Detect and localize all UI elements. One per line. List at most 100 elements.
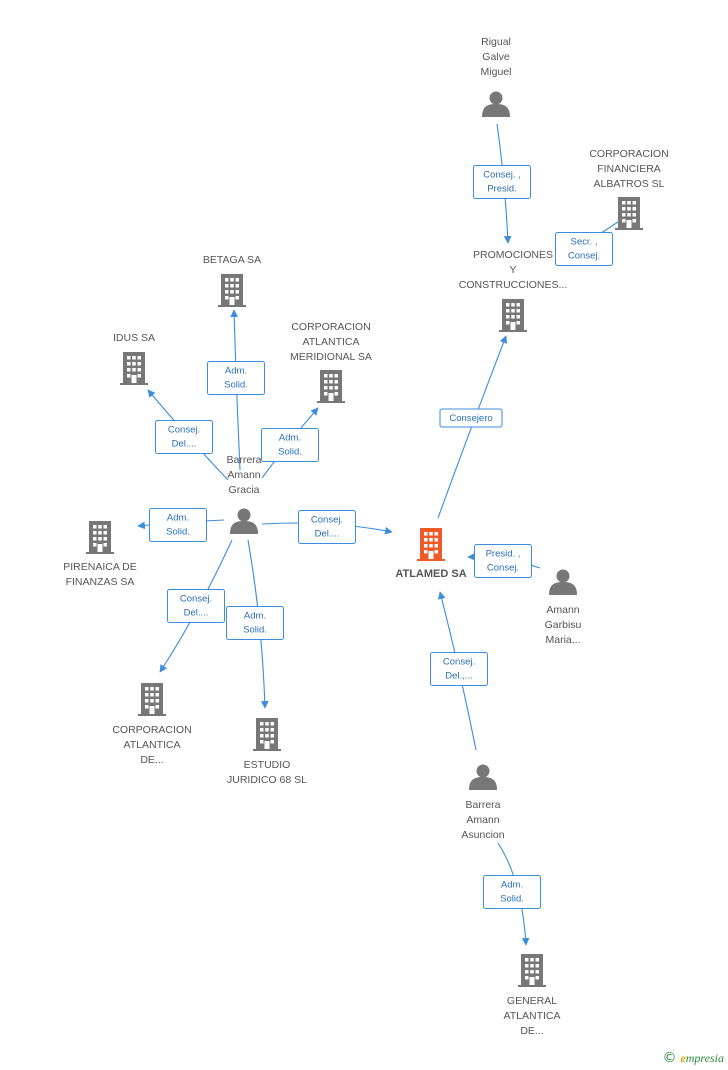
edge-label-box[interactable] xyxy=(483,875,541,909)
edge-label-box[interactable] xyxy=(474,544,532,578)
edge-label-box[interactable] xyxy=(430,652,488,686)
edge-atlamed_promo[interactable]: Consejero xyxy=(437,335,508,519)
node-pirenaica[interactable]: PIRENAICA DE FINANZAS SA xyxy=(63,521,137,588)
node-label[interactable]: Rigual xyxy=(481,36,511,48)
edge-label-box[interactable] xyxy=(149,508,207,542)
edge-asuncion_atlamed[interactable]: Consej.Del.,... xyxy=(430,591,488,751)
node-label[interactable]: Y xyxy=(509,264,516,276)
edge-maria_atlamed[interactable]: Presid. ,Consej. xyxy=(467,544,541,578)
person-icon[interactable] xyxy=(230,508,258,535)
edge-label-box[interactable] xyxy=(298,510,356,544)
node-corp_merid[interactable]: CORPORACION ATLANTICA MERIDIONAL SA xyxy=(290,321,372,403)
edge-label-box[interactable] xyxy=(261,428,319,462)
edge-gracia_corpde[interactable]: Consej.Del.... xyxy=(159,539,233,673)
node-label[interactable]: FINANCIERA xyxy=(597,163,661,175)
node-label[interactable]: Barrera xyxy=(226,454,261,466)
edge-label-text: Del.,... xyxy=(445,671,472,682)
building-icon[interactable] xyxy=(518,954,546,987)
node-label[interactable]: CONSTRUCCIONES... xyxy=(459,279,568,291)
node-label[interactable]: Amann xyxy=(546,604,579,616)
node-label[interactable]: ALBATROS SL xyxy=(594,178,665,190)
node-label[interactable]: ATLANTICA xyxy=(124,739,181,751)
node-label[interactable]: ESTUDIO xyxy=(244,759,291,771)
node-label[interactable]: GENERAL xyxy=(507,995,557,1007)
edge-label-text: Adm. xyxy=(167,513,189,524)
node-betaga[interactable]: BETAGA SA xyxy=(203,254,261,307)
edge-label-box[interactable] xyxy=(473,165,531,199)
node-promociones[interactable]: PROMOCIONES Y CONSTRUCCIONES... xyxy=(459,249,568,332)
person-icon[interactable] xyxy=(549,569,577,596)
node-label[interactable]: DE... xyxy=(520,1025,543,1037)
node-corp_fin[interactable]: CORPORACION FINANCIERA ALBATROS SL xyxy=(589,148,669,230)
node-label[interactable]: JURIDICO 68 SL xyxy=(227,774,307,786)
node-label[interactable]: ATLANTICA xyxy=(504,1010,561,1022)
node-label[interactable]: Gracia xyxy=(229,484,260,496)
edge-asuncion_general[interactable]: Adm.Solid. xyxy=(483,842,541,946)
node-corp_atl_de[interactable]: CORPORACION ATLANTICA DE... xyxy=(112,683,192,766)
edge-gracia_betaga[interactable]: Adm. Solid. xyxy=(207,309,265,471)
node-idus[interactable]: IDUS SA xyxy=(113,332,155,385)
edge-label-text: Consej. xyxy=(180,594,212,605)
edge-label-text: Adm. xyxy=(244,611,266,622)
edge-gracia_atlamed[interactable]: Consej.Del.... xyxy=(261,510,393,544)
node-label[interactable]: DE... xyxy=(140,754,163,766)
edge-label-text: Del.... xyxy=(315,529,340,540)
person-icon[interactable] xyxy=(469,764,497,791)
node-label[interactable]: CORPORACION xyxy=(589,148,668,160)
edge-label-box[interactable] xyxy=(155,420,213,454)
building-icon[interactable] xyxy=(499,299,527,332)
node-amann_maria[interactable]: AmannGarbisuMaria... xyxy=(545,569,582,647)
building-icon[interactable] xyxy=(138,683,166,716)
edge-label-text: Del.... xyxy=(172,439,197,450)
node-label[interactable]: Galve xyxy=(482,51,510,63)
node-label[interactable]: ATLAMED SA xyxy=(395,568,466,580)
building-icon[interactable] xyxy=(417,528,445,561)
edge-label-text: Solid. xyxy=(224,380,248,391)
node-label[interactable]: MERIDIONAL SA xyxy=(290,351,372,363)
node-label[interactable]: Garbisu xyxy=(545,619,582,631)
node-label[interactable]: Maria... xyxy=(545,634,580,646)
node-label[interactable]: IDUS SA xyxy=(113,332,155,344)
node-label[interactable]: CORPORACION xyxy=(112,724,191,736)
edge-gracia_idus[interactable]: Consej.Del.... xyxy=(147,389,229,481)
edge-label-box[interactable] xyxy=(555,232,613,266)
node-estudio[interactable]: ESTUDIO JURIDICO 68 SL xyxy=(227,718,307,786)
node-label[interactable]: PIRENAICA DE xyxy=(63,561,137,573)
edge-label-text: Consej. xyxy=(568,251,600,262)
node-general[interactable]: GENERAL ATLANTICA DE... xyxy=(504,954,561,1037)
person-icon[interactable] xyxy=(482,91,510,118)
node-label[interactable]: Miguel xyxy=(481,66,512,78)
edge-corpfin_promo[interactable]: Secr. ,Consej. xyxy=(555,221,619,266)
edge-label-text: Adm. xyxy=(225,366,247,377)
edge-label-box[interactable] xyxy=(167,589,225,623)
node-label[interactable]: Barrera xyxy=(465,799,500,811)
building-icon[interactable] xyxy=(253,718,281,751)
building-icon[interactable] xyxy=(317,370,345,403)
building-icon[interactable] xyxy=(120,352,148,385)
node-label[interactable]: CORPORACION xyxy=(291,321,370,333)
edge-label-text: Solid. xyxy=(243,625,267,636)
edge-rigual_promo[interactable]: Consej. ,Presid. xyxy=(473,123,531,244)
node-atlamed[interactable]: ATLAMED SA xyxy=(395,528,467,580)
edge-label-box[interactable] xyxy=(207,361,265,395)
edge-label-box[interactable] xyxy=(439,408,503,428)
building-icon[interactable] xyxy=(615,197,643,230)
edge-gracia_estudio[interactable]: Adm. Solid. xyxy=(226,539,284,709)
building-icon[interactable] xyxy=(86,521,114,554)
node-label[interactable]: Asuncion xyxy=(461,829,504,841)
node-label[interactable]: Amann xyxy=(227,469,260,481)
node-label[interactable]: PROMOCIONES xyxy=(473,249,553,261)
edge-label-box[interactable] xyxy=(226,606,284,640)
edge-gracia_pirenaica[interactable]: Adm.Solid. xyxy=(137,508,225,542)
building-icon[interactable] xyxy=(218,274,246,307)
edge-gracia_merid[interactable]: Adm.Solid. xyxy=(261,407,319,479)
node-label[interactable]: FINANZAS SA xyxy=(66,576,135,588)
brand-logo-initial: e xyxy=(680,1051,686,1065)
node-label[interactable]: BETAGA SA xyxy=(203,254,261,266)
node-label[interactable]: Amann xyxy=(466,814,499,826)
node-label[interactable]: ATLANTICA xyxy=(303,336,360,348)
